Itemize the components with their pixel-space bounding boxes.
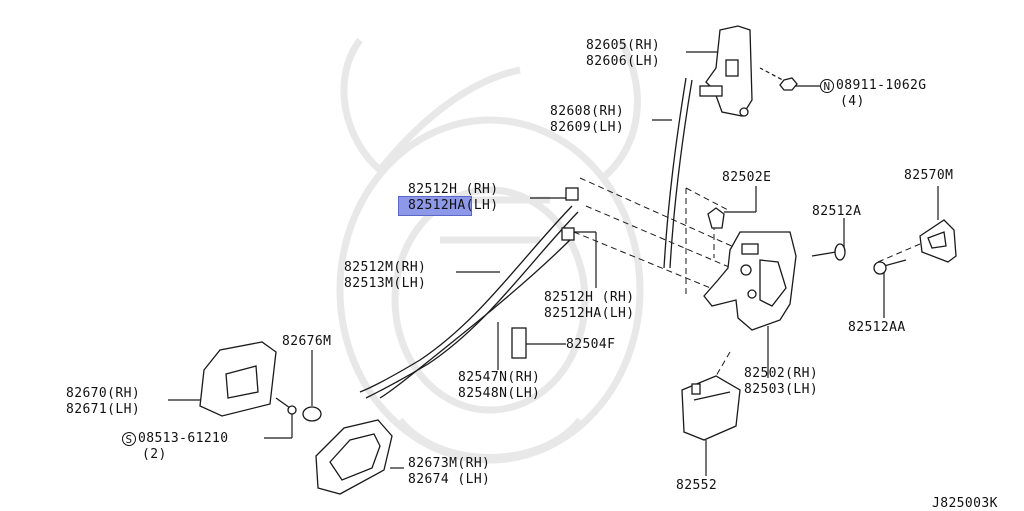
label-82502-rh[interactable]: 82502(RH)	[744, 366, 819, 381]
label-82606-lh[interactable]: 82606(LH)	[586, 54, 661, 69]
label-82503-lh[interactable]: 82503(LH)	[744, 382, 819, 397]
screw-82512a	[811, 243, 846, 261]
label-82570m[interactable]: 82570M	[904, 168, 954, 183]
label-82609-lh[interactable]: 82609(LH)	[550, 120, 625, 135]
rod-clips	[561, 187, 579, 241]
circle-s-symbol: S	[122, 431, 136, 446]
label-82552[interactable]: 82552	[676, 478, 718, 493]
rods-and-cables	[359, 77, 693, 399]
door-lock-assembly	[703, 231, 797, 331]
screw-82512aa	[873, 259, 907, 275]
actuator-part	[681, 375, 741, 441]
rod-bracket-top	[699, 25, 753, 117]
clip-part	[707, 207, 725, 229]
pad-part	[511, 327, 527, 359]
part-highlight	[398, 196, 472, 216]
screw-08513	[275, 397, 297, 415]
label-82512h-rh-mid[interactable]: 82512H (RH)	[544, 290, 635, 305]
label-08911-qty: (4)	[840, 94, 865, 109]
diagram-code: J825003K	[932, 496, 998, 511]
label-82502e[interactable]: 82502E	[722, 170, 772, 185]
label-82512m-rh[interactable]: 82512M(RH)	[344, 260, 427, 275]
label-82673m-rh[interactable]: 82673M(RH)	[408, 456, 491, 471]
nut-part	[779, 77, 798, 91]
assembly-dashes	[573, 177, 921, 377]
label-82548n-lh[interactable]: 82548N(LH)	[458, 386, 541, 401]
inside-handle	[199, 341, 277, 417]
label-82512h-rh-top[interactable]: 82512H (RH)	[408, 182, 499, 197]
label-08911-text: 08911-1062G	[836, 78, 927, 93]
label-82512ha-lh-mid[interactable]: 82512HA(LH)	[544, 306, 635, 321]
grommet-part	[302, 406, 322, 422]
label-82676m[interactable]: 82676M	[282, 334, 332, 349]
escutcheon-part	[315, 419, 393, 495]
circle-n-symbol: N	[820, 78, 834, 93]
label-82670-rh[interactable]: 82670(RH)	[66, 386, 141, 401]
label-82512aa[interactable]: 82512AA	[848, 320, 906, 335]
label-08513-text: 08513-61210	[138, 431, 229, 446]
label-08513-qty: (2)	[142, 447, 167, 462]
label-82605-rh[interactable]: 82605(RH)	[586, 38, 661, 53]
label-82674-lh[interactable]: 82674 (LH)	[408, 472, 491, 487]
label-82671-lh[interactable]: 82671(LH)	[66, 402, 141, 417]
label-82512a[interactable]: 82512A	[812, 204, 862, 219]
label-82513m-lh[interactable]: 82513M(LH)	[344, 276, 427, 291]
label-82608-rh[interactable]: 82608(RH)	[550, 104, 625, 119]
watermark-emblem	[336, 37, 644, 464]
label-82547n-rh[interactable]: 82547N(RH)	[458, 370, 541, 385]
label-82512ha-lh-top[interactable]: 82512HA(LH)	[408, 198, 499, 213]
striker-part	[919, 219, 957, 263]
label-82504f[interactable]: 82504F	[566, 337, 616, 352]
